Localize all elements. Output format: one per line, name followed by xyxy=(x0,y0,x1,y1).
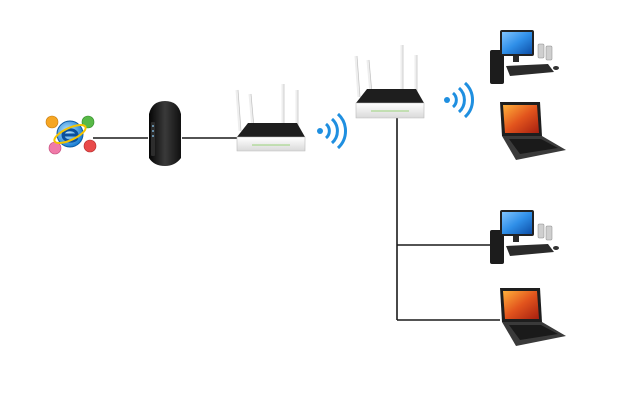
mouse xyxy=(553,246,559,250)
wifi-signal-icon xyxy=(444,81,475,119)
laptop-screen xyxy=(503,291,539,319)
monitor-screen xyxy=(502,32,532,54)
router-front xyxy=(236,136,306,152)
globe-ring xyxy=(53,123,87,145)
modem-light-strip xyxy=(151,122,155,156)
keyboard xyxy=(506,244,554,256)
wireless-router-icon xyxy=(354,45,425,119)
laptop-icon xyxy=(500,288,566,346)
router-top-panel xyxy=(237,123,305,137)
mouse xyxy=(553,66,559,70)
wifi-signal-icon xyxy=(317,112,348,150)
monitor-stand xyxy=(513,236,519,242)
internet-globe-icon xyxy=(45,115,97,155)
router-top-panel xyxy=(356,89,424,103)
orbit-icon-1 xyxy=(45,115,59,129)
laptop-keyboard xyxy=(509,325,558,340)
monitor-stand xyxy=(513,56,519,62)
connections xyxy=(93,118,500,321)
modem-led-2 xyxy=(152,130,154,132)
desktop-computer-icon xyxy=(490,30,559,84)
pc-tower xyxy=(490,230,504,264)
speaker-1 xyxy=(537,43,545,59)
pc-tower xyxy=(490,50,504,84)
modem-led-1 xyxy=(152,125,154,127)
antenna-1 xyxy=(235,89,242,132)
cable-modem-icon xyxy=(149,101,181,166)
monitor-screen xyxy=(502,212,532,234)
ie-letter-e xyxy=(61,128,79,143)
wireless-router-icon xyxy=(235,84,306,152)
modem-led-3 xyxy=(152,135,154,137)
orbit-icon-4 xyxy=(83,139,97,153)
antenna-1 xyxy=(354,55,361,98)
antenna-2 xyxy=(248,93,255,129)
laptop-screen xyxy=(503,105,539,133)
laptop-keyboard xyxy=(509,139,558,154)
laptop-icon xyxy=(500,102,566,160)
speaker-1 xyxy=(537,223,545,239)
keyboard xyxy=(506,64,554,76)
speaker-2 xyxy=(545,225,553,241)
speaker-2 xyxy=(545,45,553,61)
modem-body xyxy=(149,101,181,166)
antenna-2 xyxy=(366,59,373,95)
desktop-computer-icon xyxy=(490,210,559,264)
